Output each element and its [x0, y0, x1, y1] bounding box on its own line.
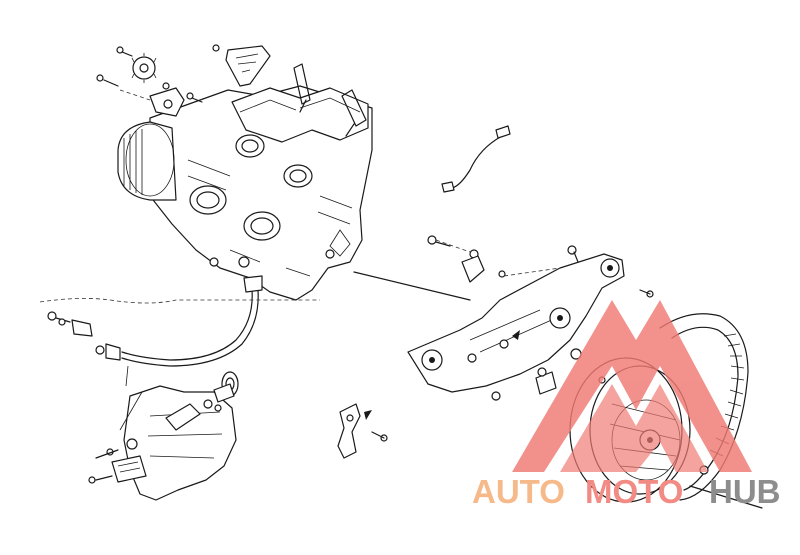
watermark-word-1: AUTO [472, 473, 565, 510]
watermark-word-3: HUB [709, 473, 781, 510]
watermark-logo-icon [512, 300, 752, 472]
engine-block [117, 44, 471, 301]
watermark-text: AUTO MOTO HUB [472, 473, 781, 510]
coolant-hose [47, 275, 263, 367]
watermark-word-2: MOTO [585, 473, 683, 510]
wire-lead [441, 125, 511, 193]
lower-bracket [88, 365, 239, 501]
cam-sprocket-parts [96, 46, 203, 117]
mounting-plate [407, 235, 654, 401]
assembly-axis-line [39, 298, 320, 304]
small-bracket [337, 403, 388, 459]
